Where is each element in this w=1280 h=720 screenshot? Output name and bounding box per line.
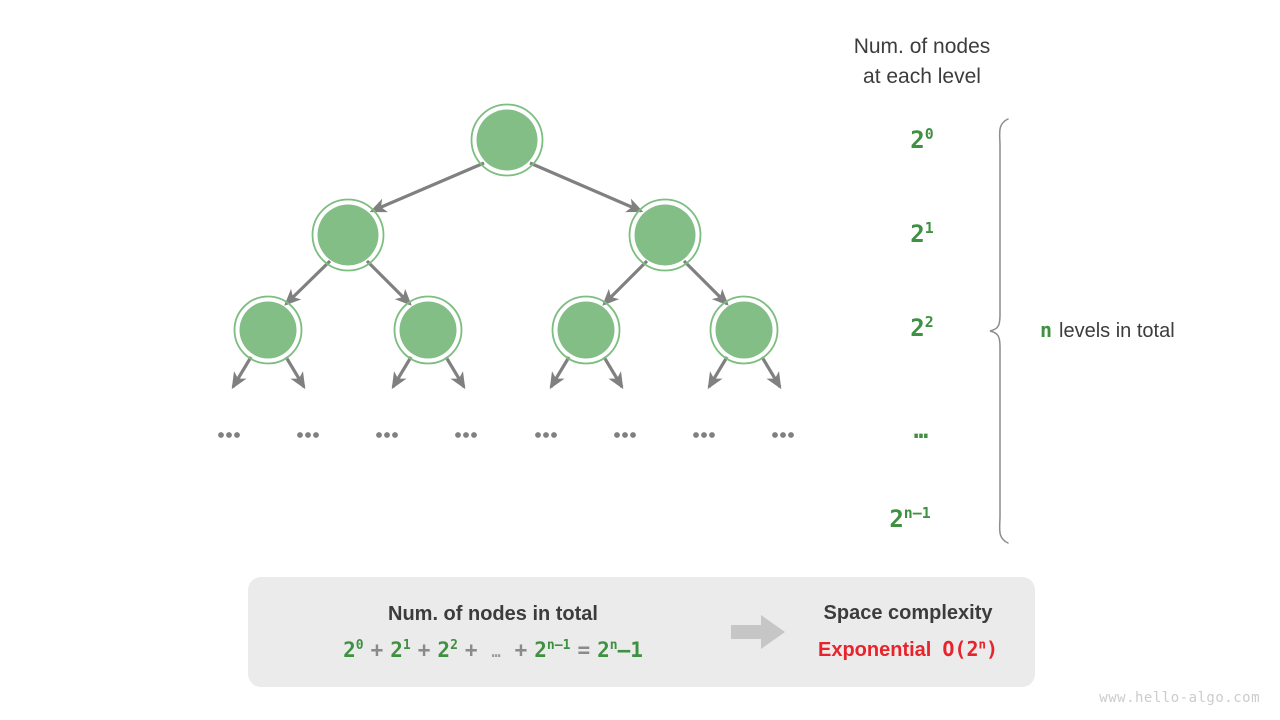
levels-total-label: n levels in total [1040, 316, 1175, 345]
list-item [218, 432, 240, 438]
tree-edges-level-2-stubs [231, 356, 782, 390]
formula-op-4: + [514, 637, 528, 662]
list-item [297, 432, 319, 438]
tree-edges-level-1 [284, 259, 729, 306]
list-item [693, 432, 715, 438]
summary-left-title: Num. of nodes in total [388, 602, 598, 625]
tree-node [393, 295, 463, 365]
summary-right-title: Space complexity [823, 602, 993, 624]
formula-exp-result: n [609, 637, 618, 653]
level-label-2: 22 [910, 313, 934, 342]
complexity-notation-prefix: O(2 [942, 637, 979, 661]
tree-node [628, 198, 702, 272]
level-exponent-1: 1 [924, 219, 934, 237]
formula-exp-0: 0 [355, 637, 364, 653]
tree-node [709, 295, 779, 365]
formula-op-1: + [370, 637, 384, 662]
formula-term-0: 20 [343, 637, 364, 662]
level-label-last: 2n–1 [889, 504, 931, 533]
formula-term-1: 21 [390, 637, 411, 662]
level-label-ellipsis: … [913, 416, 931, 444]
formula-ellipsis: … [491, 642, 501, 661]
formula-op-3: + [464, 637, 478, 662]
tree-node [470, 103, 544, 177]
tree-node [233, 295, 303, 365]
tree-ellipsis-row [218, 432, 794, 438]
list-item [455, 432, 477, 438]
watermark: www.hello-algo.com [1099, 690, 1260, 706]
formula-result: 2n–1 [597, 637, 643, 662]
tree-node [311, 198, 385, 272]
formula-term-2: 22 [437, 637, 458, 662]
complexity-word: Exponential [818, 639, 932, 661]
level-label-1: 21 [910, 219, 934, 248]
formula-equals: = [577, 637, 591, 662]
column-header-num-nodes: Num. of nodes at each level [853, 35, 991, 88]
list-item [376, 432, 398, 438]
summary-left-group: Num. of nodes in total 20 + 21 + 22 + … … [258, 577, 728, 687]
levels-brace-icon [989, 118, 1009, 544]
formula-op-2: + [417, 637, 431, 662]
level-exponent-0: 0 [924, 125, 934, 143]
list-item [772, 432, 794, 438]
formula-exp-2: 2 [450, 637, 458, 653]
formula-exp-3: n–1 [546, 637, 571, 653]
complexity-notation-exp: n [978, 636, 986, 652]
complexity-notation-suffix: ) [985, 637, 998, 661]
level-exponent-last: n–1 [903, 504, 931, 522]
space-complexity-value: Exponential O(2n) [818, 637, 998, 662]
list-item [535, 432, 557, 438]
formula-exp-1: 1 [402, 637, 411, 653]
formula-term-3: 2n–1 [534, 637, 571, 662]
levels-variable: n [1040, 318, 1053, 342]
tree-node [551, 295, 621, 365]
levels-total-text: levels in total [1059, 320, 1175, 342]
total-nodes-formula: 20 + 21 + 22 + … + 2n–1 = 2n–1 [343, 638, 643, 662]
level-exponent-2: 2 [924, 313, 934, 331]
level-label-0: 20 [910, 125, 934, 154]
tree-edges-level-0 [369, 161, 644, 213]
formula-result-suffix: –1 [617, 637, 643, 662]
summary-right-group: Space complexity Exponential O(2n) [788, 577, 1028, 687]
list-item [614, 432, 636, 438]
summary-panel: Num. of nodes in total 20 + 21 + 22 + … … [248, 577, 1035, 687]
right-arrow-icon [731, 615, 785, 649]
